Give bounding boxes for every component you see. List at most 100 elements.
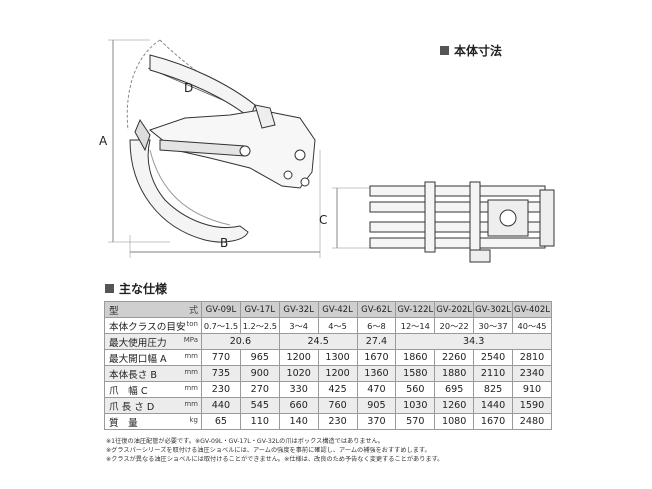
footnote-line: ※クラスが異なる油圧ショベルには取付けることができません。※仕様は、改良のため予… (106, 456, 444, 463)
table-cell: 40〜45 (512, 317, 552, 334)
specs-title: 主な仕様 (119, 282, 168, 296)
table-cell: 770 (201, 349, 241, 366)
model-cell: GV-32L (278, 301, 319, 318)
table-cell: 2340 (512, 365, 552, 382)
table-cell: 1580 (395, 365, 436, 382)
footnote-line: ※1往復の油圧配管が必要です。※GV-09L・GV-17L・GV-32Lの爪はボ… (106, 438, 384, 445)
dim-d-label: D (184, 81, 193, 95)
table-cell: 3〜4 (278, 317, 319, 334)
table-cell: 24.5 (278, 333, 358, 350)
table-cell: 965 (239, 349, 280, 366)
table-cell: 0.7〜1.5 (201, 317, 241, 334)
table-cell: 570 (395, 413, 436, 430)
table-cell: 2480 (512, 413, 552, 430)
table-cell: 900 (239, 365, 280, 382)
table-cell: 1080 (434, 413, 475, 430)
table-cell: 735 (201, 365, 241, 382)
table-cell: 110 (239, 413, 280, 430)
table-cell: 695 (434, 381, 475, 398)
table-cell: 2260 (434, 349, 475, 366)
model-cell: GV-62L (356, 301, 397, 318)
table-cell: 1440 (473, 397, 513, 414)
specs-heading: 主な仕様 (105, 280, 167, 297)
table-cell: 1260 (434, 397, 475, 414)
square-bullet-icon (440, 46, 449, 55)
table-cell: 1590 (512, 397, 552, 414)
table-cell: 27.4 (356, 333, 397, 350)
table-cell: 545 (239, 397, 280, 414)
model-cell: GV-202L (434, 301, 475, 318)
table-cell: 1020 (278, 365, 319, 382)
dimensions-heading: 本体寸法 (440, 42, 502, 59)
table-cell: 440 (201, 397, 241, 414)
table-cell: 34.3 (395, 333, 552, 350)
table-cell: 1360 (356, 365, 397, 382)
table-cell: 2810 (512, 349, 552, 366)
table-cell: 470 (356, 381, 397, 398)
table-cell: 1860 (395, 349, 436, 366)
table-cell: 1670 (356, 349, 397, 366)
spec-table: 型式 GV-09L GV-17L GV-32L GV-42L GV-62L GV… (104, 301, 552, 430)
model-cell: GV-122L (395, 301, 436, 318)
table-cell: 6〜8 (356, 317, 397, 334)
square-bullet-icon (105, 284, 114, 293)
table-cell: 65 (201, 413, 241, 430)
table-cell: 560 (395, 381, 436, 398)
table-cell: 825 (473, 381, 513, 398)
table-header-row: 型式 GV-09L GV-17L GV-32L GV-42L GV-62L GV… (104, 301, 552, 318)
model-cell: GV-09L (201, 301, 241, 318)
table-cell: 660 (278, 397, 319, 414)
grapple-top-view: C (319, 181, 555, 263)
model-cell: GV-302L (473, 301, 513, 318)
table-cell: 1200 (278, 349, 319, 366)
table-cell: 760 (317, 397, 358, 414)
model-cell: GV-42L (317, 301, 358, 318)
table-cell: 1300 (317, 349, 358, 366)
table-cell: 4〜5 (317, 317, 358, 334)
header-label-cell: 型式 (104, 301, 202, 318)
table-cell: 425 (317, 381, 358, 398)
table-cell: 2540 (473, 349, 513, 366)
table-cell: 370 (356, 413, 397, 430)
table-cell: 330 (278, 381, 319, 398)
table-cell: 2110 (473, 365, 513, 382)
dim-b-label: B (220, 236, 228, 250)
table-cell: 270 (239, 381, 280, 398)
table-cell: 20〜22 (434, 317, 475, 334)
model-cell: GV-17L (239, 301, 280, 318)
table-cell: 140 (278, 413, 319, 430)
table-cell: 1670 (473, 413, 513, 430)
table-cell: 910 (512, 381, 552, 398)
table-cell: 12〜14 (395, 317, 436, 334)
dim-c-label: C (319, 213, 327, 227)
table-cell: 1200 (317, 365, 358, 382)
footnote-line: ※グラスパーシリーズを取付ける油圧ショベルには、アームの強度を事前に確認し、アー… (106, 447, 431, 454)
table-cell: 20.6 (201, 333, 280, 350)
model-cell: GV-402L (512, 301, 552, 318)
table-cell: 1880 (434, 365, 475, 382)
table-cell: 230 (317, 413, 358, 430)
table-cell: 30〜37 (473, 317, 513, 334)
dim-a-label: A (99, 134, 108, 148)
table-cell: 230 (201, 381, 241, 398)
footnotes: ※1往復の油圧配管が必要です。※GV-09L・GV-17L・GV-32Lの爪はボ… (106, 437, 443, 464)
dimensions-title: 本体寸法 (454, 44, 503, 58)
table-cell: 905 (356, 397, 397, 414)
grapple-side-view: A B D (99, 39, 321, 258)
table-cell: 1030 (395, 397, 436, 414)
